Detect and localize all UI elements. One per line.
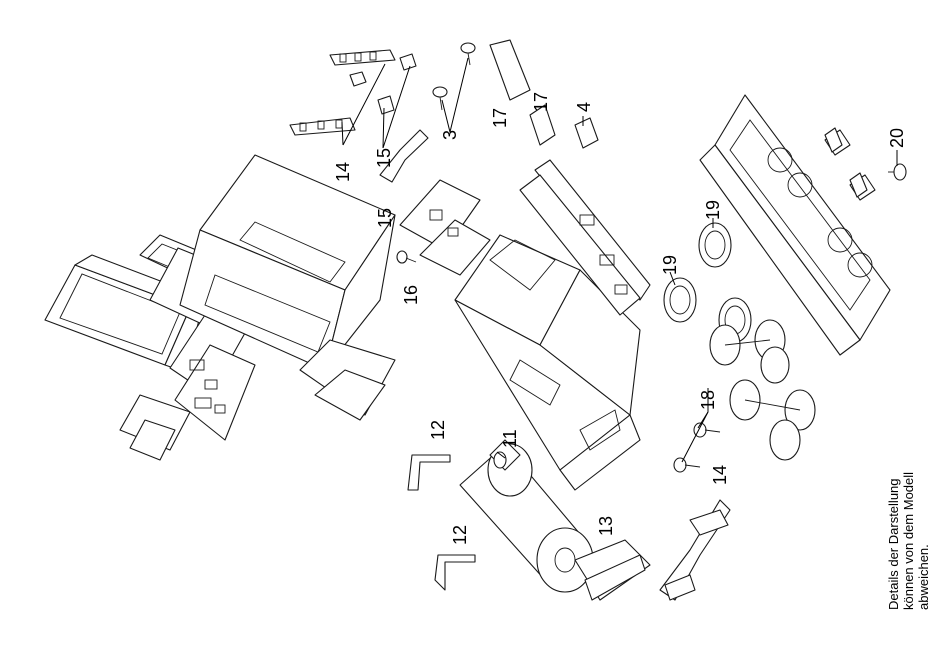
disclaimer-note: Details der Darstellung können von dem M… (886, 472, 931, 610)
callout-18: 18 (698, 390, 718, 410)
callout-13: 13 (596, 516, 616, 536)
callout-15-bottom: 15 (375, 208, 395, 228)
note-line-2: können von dem Modell (901, 472, 916, 610)
callout-15-top: 15 (374, 148, 394, 168)
note-line-3: abweichen. (916, 544, 931, 610)
note-line-1: Details der Darstellung (886, 478, 901, 610)
callout-11: 11 (500, 429, 520, 448)
coupler-bottom (660, 500, 730, 600)
callout-14-bottom: 14 (710, 465, 730, 485)
callout-19-left: 19 (660, 255, 680, 275)
callout-16: 16 (401, 285, 421, 305)
top-small-parts (290, 50, 428, 182)
callout-17-left: 17 (490, 108, 510, 128)
callout-14-top: 14 (333, 162, 353, 182)
callout-4: 4 (574, 102, 594, 112)
callout-17-right: 17 (531, 92, 551, 112)
callout-19-right: 19 (703, 200, 723, 220)
callout-3: 3 (440, 130, 460, 140)
clips (408, 455, 475, 590)
callout-20: 20 (887, 128, 907, 148)
callout-12-top: 12 (428, 420, 448, 440)
callout-12-bottom: 12 (450, 525, 470, 545)
